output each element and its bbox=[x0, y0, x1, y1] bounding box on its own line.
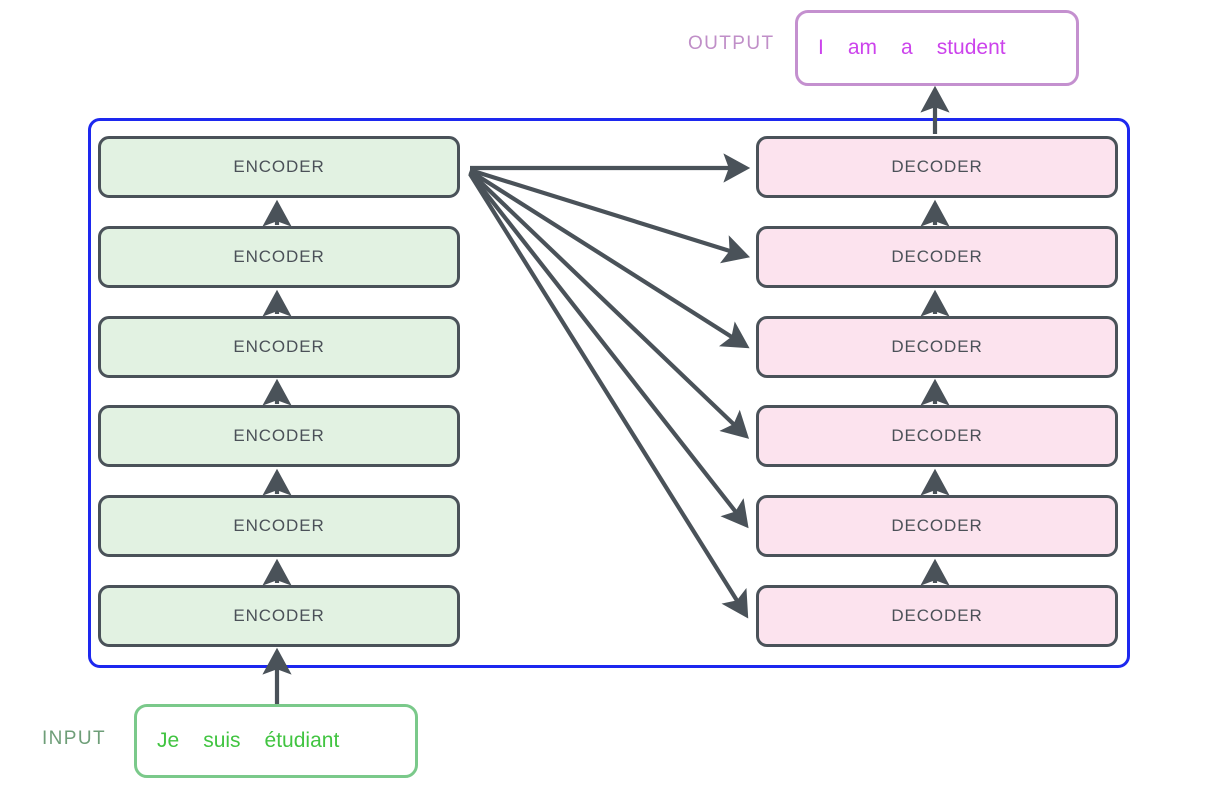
output-token: a bbox=[901, 36, 913, 59]
encoder-block-1[interactable]: ENCODER bbox=[98, 136, 460, 198]
input-label: INPUT bbox=[42, 728, 106, 749]
encoder-block-5[interactable]: ENCODER bbox=[98, 495, 460, 557]
decoder-block-2[interactable]: DECODER bbox=[756, 226, 1118, 288]
decoder-block-label: DECODER bbox=[891, 426, 983, 445]
encoder-block-label: ENCODER bbox=[233, 337, 325, 356]
model-container bbox=[88, 118, 1130, 668]
decoder-block-5[interactable]: DECODER bbox=[756, 495, 1118, 557]
decoder-block-6[interactable]: DECODER bbox=[756, 585, 1118, 647]
decoder-block-1[interactable]: DECODER bbox=[756, 136, 1118, 198]
encoder-block-label: ENCODER bbox=[233, 606, 325, 625]
decoder-block-label: DECODER bbox=[891, 247, 983, 266]
output-token: student bbox=[936, 36, 1006, 59]
decoder-block-label: DECODER bbox=[891, 157, 983, 176]
decoder-block-label: DECODER bbox=[891, 337, 983, 356]
encoder-block-label: ENCODER bbox=[233, 516, 325, 535]
decoder-block-label: DECODER bbox=[891, 606, 983, 625]
input-token: Je bbox=[157, 729, 180, 752]
encoder-block-6[interactable]: ENCODER bbox=[98, 585, 460, 647]
decoder-block-label: DECODER bbox=[891, 516, 983, 535]
encoder-block-3[interactable]: ENCODER bbox=[98, 316, 460, 378]
output-label: OUTPUT bbox=[688, 33, 775, 54]
output-box[interactable]: I am a student bbox=[795, 10, 1079, 86]
decoder-block-4[interactable]: DECODER bbox=[756, 405, 1118, 467]
input-token: suis bbox=[203, 729, 241, 752]
output-token: am bbox=[847, 36, 878, 59]
encoder-block-2[interactable]: ENCODER bbox=[98, 226, 460, 288]
encoder-block-4[interactable]: ENCODER bbox=[98, 405, 460, 467]
encoder-block-label: ENCODER bbox=[233, 157, 325, 176]
decoder-block-3[interactable]: DECODER bbox=[756, 316, 1118, 378]
encoder-block-label: ENCODER bbox=[233, 426, 325, 445]
input-box[interactable]: Je suis étudiant bbox=[134, 704, 418, 778]
output-token: I bbox=[818, 36, 824, 59]
input-token: étudiant bbox=[264, 729, 340, 752]
encoder-block-label: ENCODER bbox=[233, 247, 325, 266]
